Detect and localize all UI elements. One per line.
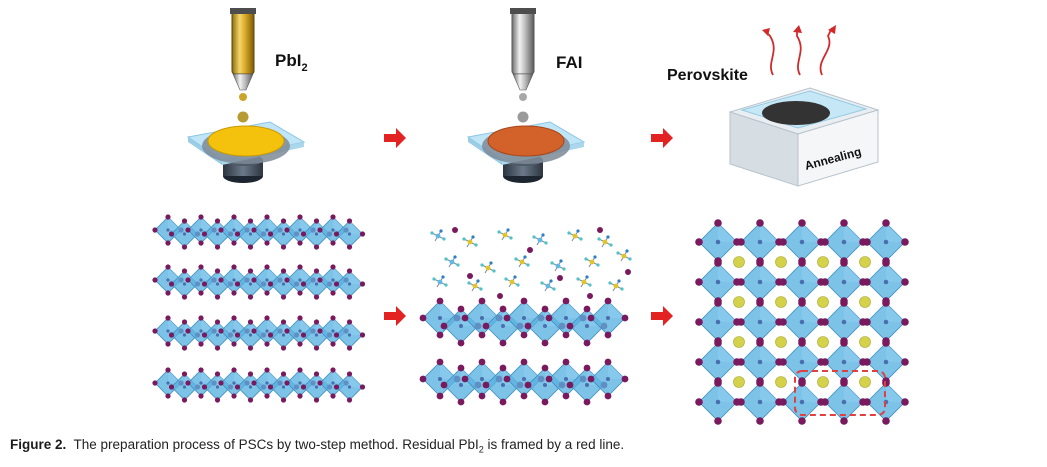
arrow-3-icon (384, 306, 406, 326)
arrow-1-icon (384, 128, 406, 148)
perovskite-cubic-structure (695, 219, 909, 425)
caption-label: Figure 2. (10, 437, 67, 452)
pbi2-label: PbI2 (275, 51, 308, 74)
annealing-hotplate (728, 25, 880, 187)
caption-text-after: is framed by a red line. (487, 437, 625, 452)
arrow-4-icon (651, 306, 673, 326)
pbi2-fai-intercalation-structure (419, 227, 632, 406)
arrow-2-icon (651, 128, 673, 148)
perovskite-label: Perovskite (667, 67, 748, 84)
figure-caption: Figure 2. The preparation process of PSC… (10, 437, 1040, 455)
residual-pbi2-frame (794, 370, 886, 416)
fai-spin-coater (466, 8, 586, 183)
caption-subscript: 2 (478, 444, 484, 455)
process-arrows (384, 128, 673, 326)
pbi2-spin-coater (186, 8, 306, 183)
fai-label: FAI (556, 53, 582, 72)
pbi2-layered-structure (152, 214, 366, 403)
caption-text-before: The preparation process of PSCs by two-s… (73, 437, 479, 452)
figure-illustration: PbI2 FAI Perovskite Annealing (152, 8, 909, 425)
